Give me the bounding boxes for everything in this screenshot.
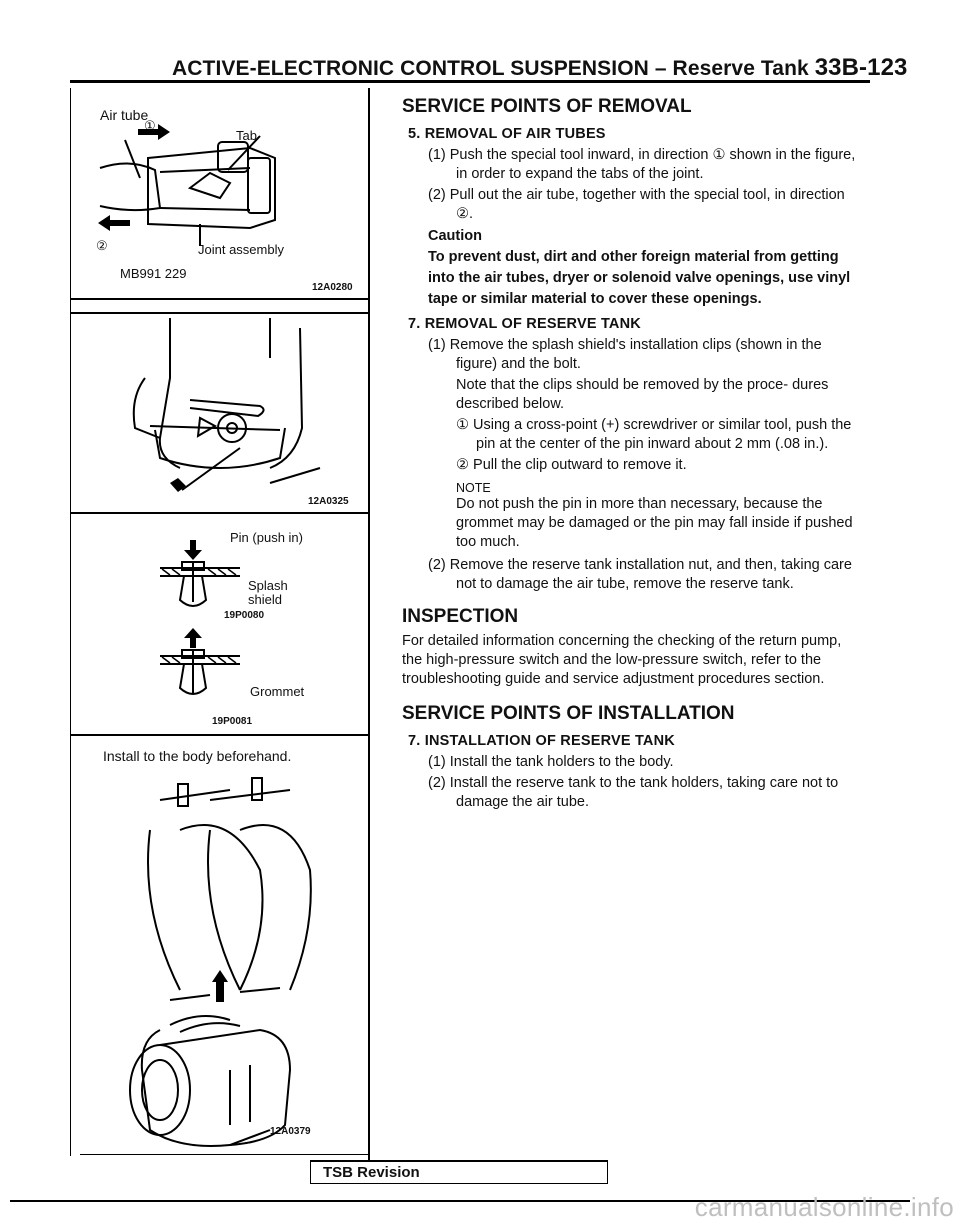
label-mb991229: MB991 229 <box>120 266 187 281</box>
left-col-divider <box>368 88 370 1160</box>
label-tab: Tab <box>236 128 257 143</box>
page-header: ACTIVE-ELECTRONIC CONTROL SUSPENSION – R… <box>172 54 907 82</box>
caution-text: To prevent dust, dirt and other foreign … <box>428 249 851 307</box>
s5-step-1: (1) Push the special tool inward, in dir… <box>428 147 856 182</box>
label-shield: shield <box>248 592 282 607</box>
inspection-heading: INSPECTION <box>402 606 519 627</box>
label-grommet: Grommet <box>250 684 305 699</box>
left-col-border <box>70 88 71 1156</box>
footer-rule <box>10 1200 910 1202</box>
fig2-bottom-rule <box>70 512 370 514</box>
air-tube-joint-drawing <box>98 124 276 246</box>
label-air-tube: Air tube <box>100 107 149 123</box>
note-text: Do not push the pin in more than necessa… <box>456 496 853 550</box>
code-19p0080: 19P0080 <box>224 610 265 621</box>
s7-step-1-note: Note that the clips should be removed by… <box>456 377 829 412</box>
fig2-top-rule <box>70 312 370 314</box>
tsb-revision-box: TSB Revision <box>310 1160 608 1184</box>
caution-label: Caution <box>428 228 482 244</box>
header-title: ACTIVE-ELECTRONIC CONTROL SUSPENSION – R… <box>172 57 809 80</box>
watermark: carmanualsonline.info <box>694 1192 954 1222</box>
i7-step-1: (1) Install the tank holders to the body… <box>428 754 674 770</box>
code-12a0379: 12A0379 <box>270 1126 311 1137</box>
clip-pull-out-drawing <box>160 628 240 695</box>
procedure-text: SERVICE POINTS OF REMOVAL 5. REMOVAL OF … <box>398 92 860 814</box>
air-tube-removal-heading: 5. REMOVAL OF AIR TUBES <box>408 126 606 142</box>
s7-step-2: (2) Remove the reserve tank installation… <box>428 557 852 592</box>
page-number: 33B-123 <box>814 54 908 81</box>
code-19p0081: 19P0081 <box>212 716 253 727</box>
reserve-tank-installation-heading: 7. INSTALLATION OF RESERVE TANK <box>408 733 675 749</box>
code-12a0325: 12A0325 <box>308 496 349 507</box>
callout-1: ① <box>144 118 156 133</box>
reserve-tank-removal-heading: 7. REMOVAL OF RESERVE TANK <box>408 316 641 332</box>
removal-heading: SERVICE POINTS OF REMOVAL <box>402 96 692 117</box>
note-label: NOTE <box>456 481 491 495</box>
s5-step-2: (2) Pull out the air tube, together with… <box>428 187 845 222</box>
label-pin-push-in: Pin (push in) <box>230 530 303 545</box>
fig4-top-rule <box>70 734 370 736</box>
s7-substep-2: ② Pull the clip outward to remove it. <box>456 457 687 473</box>
figure-air-tube <box>70 92 370 300</box>
label-splash: Splash <box>248 578 288 593</box>
left-col-bottom-rule <box>80 1154 370 1155</box>
code-12a0280: 12A0280 <box>312 282 353 293</box>
s7-substep-1: ① Using a cross-point (+) screwdriver or… <box>456 417 852 452</box>
header-rule <box>70 80 870 83</box>
reserve-tank-holders-drawing <box>129 777 312 1147</box>
label-joint-assembly: Joint assembly <box>198 242 284 257</box>
i7-step-2: (2) Install the reserve tank to the tank… <box>428 775 839 810</box>
inspection-text: For detailed information concerning the … <box>402 633 842 687</box>
splash-shield-drawing <box>132 318 321 492</box>
clip-pin-push-drawing <box>160 540 240 607</box>
label-install-beforehand: Install to the body beforehand. <box>103 748 292 764</box>
callout-2: ② <box>96 238 108 253</box>
s7-step-1: (1) Remove the splash shield's installat… <box>428 337 822 372</box>
installation-heading: SERVICE POINTS OF INSTALLATION <box>402 703 735 724</box>
